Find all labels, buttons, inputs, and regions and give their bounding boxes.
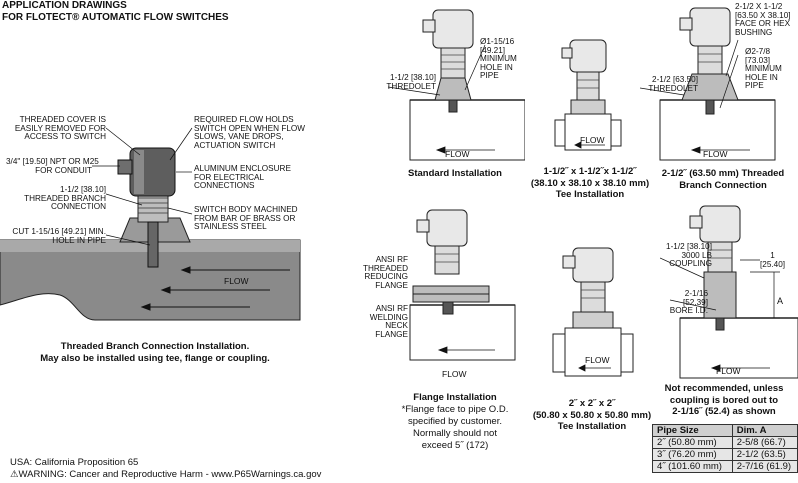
tee1-drawing xyxy=(554,39,622,151)
threaded-drawing xyxy=(640,7,776,161)
threaded-label-hole: Ø2-7/8 [73.03] MINIMUM HOLE IN PIPE xyxy=(745,47,782,91)
footer-warning: ⚠WARNING: Cancer and Reproductive Harm -… xyxy=(10,469,322,480)
main-conduit-port xyxy=(117,159,133,175)
threaded-flow: FLOW xyxy=(703,149,728,159)
flange-note: *Flange face to pipe O.D. specified by c… xyxy=(401,404,509,451)
coupling-drawing xyxy=(660,205,798,379)
standard-enclosure xyxy=(432,9,474,49)
table-header-dim-a: Dim. A xyxy=(731,424,798,437)
tee1-flow: FLOW xyxy=(580,135,605,145)
table-cell: 2-7/16 (61.9) xyxy=(731,460,798,473)
flange-label-welding: ANSI RF WELDING NECK FLANGE xyxy=(369,304,408,339)
main-caption: Threaded Branch Connection Installation.… xyxy=(40,341,270,364)
flange-drawing xyxy=(409,209,516,361)
threaded-label-thredolet: 2-1/2 [63.50] THREDOLET xyxy=(648,75,698,93)
coupling-label-bore: 2-1/16 [52.39] BORE I.D. xyxy=(669,289,708,316)
coupling-label-one: 1 [25.40] xyxy=(760,251,786,269)
label-cover: THREADED COVER IS EASILY REMOVED FOR ACC… xyxy=(14,115,106,142)
label-flowholds: REQUIRED FLOW HOLDS SWITCH OPEN WHEN FLO… xyxy=(194,115,305,150)
flange-flow: FLOW xyxy=(442,369,467,379)
threaded-caption: 2-1/2˝ (63.50 mm) Threaded Branch Connec… xyxy=(661,168,785,191)
label-npt: 3/4" [19.50] NPT OR M25 FOR CONDUIT xyxy=(6,157,99,175)
standard-flow: FLOW xyxy=(445,149,470,159)
threaded-label-bushing: 2-1/2 X 1-1/2 [63.50 X 38.10] FACE OR HE… xyxy=(735,2,791,37)
table-header-pipe-size: Pipe Size xyxy=(652,424,733,437)
tee1-caption: 1-1/2˝ x 1-1/2˝x 1-1/2˝ (38.10 x 38.10 x… xyxy=(530,166,650,200)
standard-drawing xyxy=(387,9,525,161)
coupling-label-a: A xyxy=(777,296,784,306)
table-cell: 2-5/8 (66.7) xyxy=(731,436,798,449)
table-cell: 2-1/2 (63.5) xyxy=(731,448,798,461)
dimension-table: Pipe Size Dim. A 2˝ (50.80 mm) 2-5/8 (66… xyxy=(652,424,798,473)
standard-label-hole: Ø1-15/16 [49.21] MINIMUM HOLE IN PIPE xyxy=(480,37,517,81)
coupling-flow: FLOW xyxy=(716,366,741,376)
table-row: 4˝ (101.60 mm) 2-7/16 (61.9) xyxy=(652,460,798,473)
main-stem xyxy=(147,221,159,268)
label-enclosure: ALUMINUM ENCLOSURE FOR ELECTRICAL CONNEC… xyxy=(194,164,291,191)
main-pipe xyxy=(0,239,301,321)
main-drawing xyxy=(0,127,301,321)
table-cell: 4˝ (101.60 mm) xyxy=(652,460,733,473)
standard-label-thredolet: 1-1/2 [38.10] THREDOLET xyxy=(386,73,436,91)
table-row: 2˝ (50.80 mm) 2-5/8 (66.7) xyxy=(652,436,798,449)
coupling-label-coupling: 1-1/2 [38.10] 3000 LB COUPLING xyxy=(666,242,712,269)
table-cell: 2˝ (50.80 mm) xyxy=(652,436,733,449)
table-row: 3˝ (76.20 mm) 2-1/2 (63.5) xyxy=(652,448,798,461)
page-header: APPLICATION DRAWINGS FOR FLOTECT® AUTOMA… xyxy=(2,0,229,24)
standard-caption: Standard Installation xyxy=(408,168,502,179)
table-header-row: Pipe Size Dim. A xyxy=(652,424,798,437)
label-branch: 1-1/2 [38.10] THREADED BRANCH CONNECTION xyxy=(24,185,106,212)
main-flow-label: FLOW xyxy=(224,276,249,286)
flange-caption: Flange Installation xyxy=(413,392,497,403)
footer-prop65: USA: California Proposition 65 xyxy=(10,457,139,468)
header-subtitle: FOR FLOTECT® AUTOMATIC FLOW SWITCHES xyxy=(2,12,229,23)
tee2-drawing xyxy=(552,247,634,377)
tee2-flow: FLOW xyxy=(585,355,610,365)
table-cell: 3˝ (76.20 mm) xyxy=(652,448,733,461)
header-title: APPLICATION DRAWINGS xyxy=(2,0,127,11)
label-cut: CUT 1-15/16 [49.21] MIN. HOLE IN PIPE xyxy=(12,227,106,245)
label-body: SWITCH BODY MACHINED FROM BAR OF BRASS O… xyxy=(194,205,298,232)
tee2-caption: 2˝ x 2˝ x 2˝ (50.80 x 50.80 x 50.80 mm) … xyxy=(532,398,652,432)
flange-label-reducing: ANSI RF THREADED REDUCING FLANGE xyxy=(362,255,408,290)
coupling-note: Not recommended, unless coupling is bore… xyxy=(664,383,784,417)
